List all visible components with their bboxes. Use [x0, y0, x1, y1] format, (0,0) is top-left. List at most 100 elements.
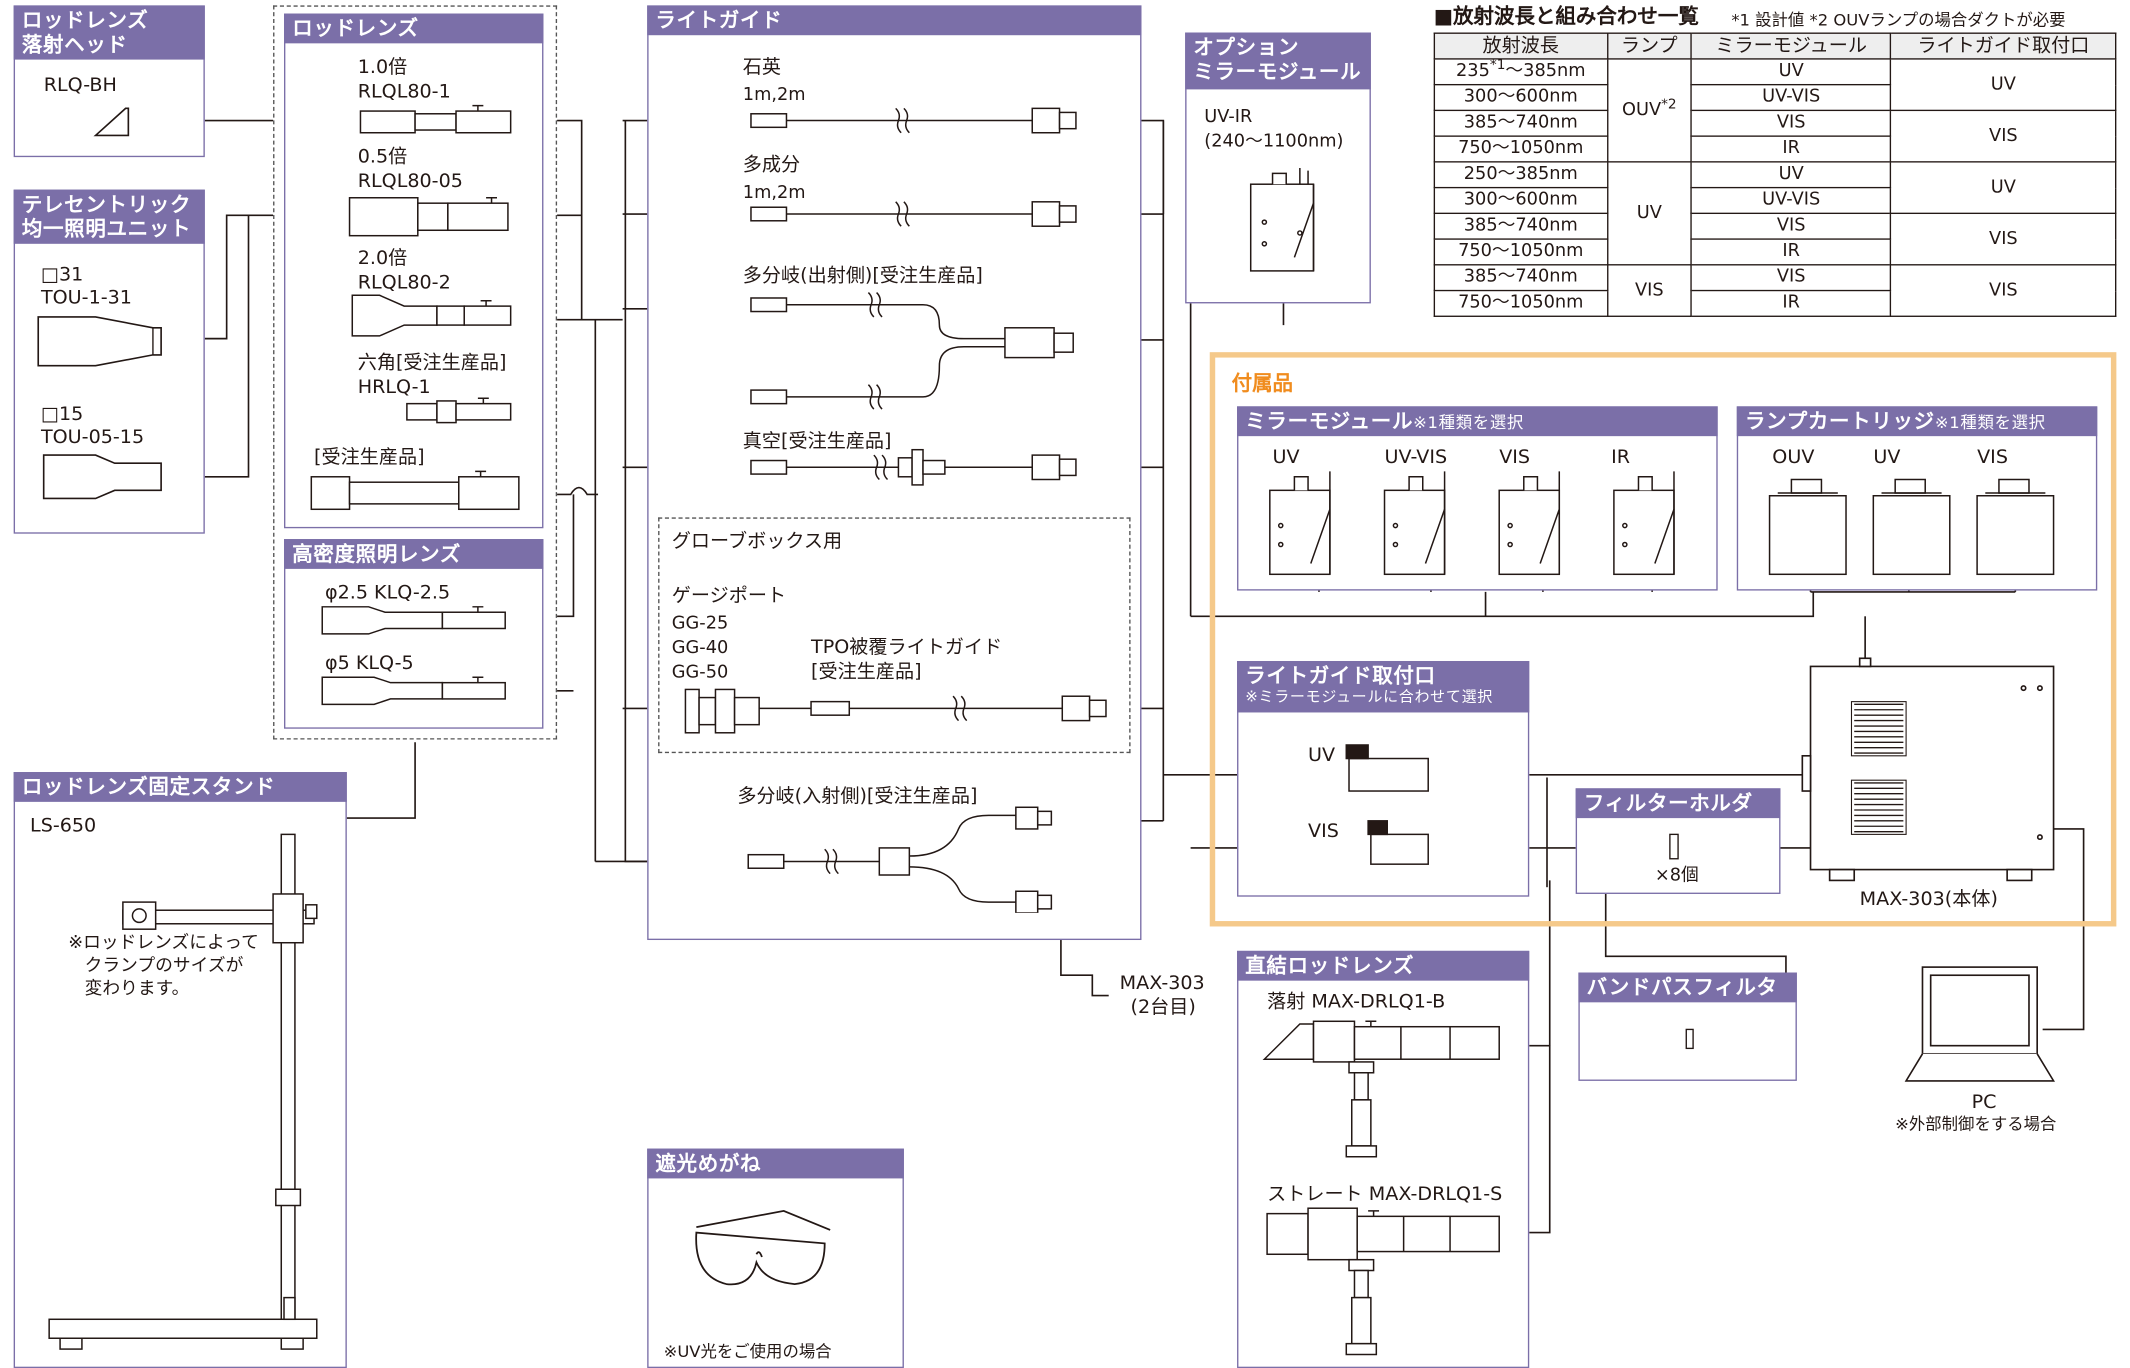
port-vis-label: VIS	[1308, 820, 1339, 843]
hd-lens-5-icon	[321, 676, 506, 706]
lamp-uv-label: UV	[1873, 446, 1901, 469]
tou-1-size: □31	[40, 264, 84, 286]
option-mirror-title: オプションミラーモジュール	[1185, 32, 1371, 90]
direct-rod-panel	[1237, 950, 1530, 1368]
multi-length: 1m,2m	[742, 182, 806, 204]
vacuum-label: 真空[受注生産品]	[742, 430, 892, 453]
mirror-ir-label: IR	[1611, 446, 1631, 469]
lamp-ouv-label: OUV	[1772, 446, 1815, 469]
rod-lens-hex-icon	[406, 397, 512, 424]
stand-note-3: 変わります。	[84, 979, 190, 1000]
col-lamp: ランプ	[1606, 32, 1693, 60]
port-uv-label: UV	[1308, 744, 1336, 767]
wave-cell: 750〜1050nm	[1433, 289, 1608, 317]
mirror-module-icon	[1249, 167, 1315, 272]
accessories-title: 付属品	[1231, 371, 1294, 396]
filter-holder-title: フィルターホルダー	[1575, 788, 1781, 840]
direct-rod-title: 直結ロッドレンズ	[1237, 950, 1530, 981]
telecentric-title: テレセントリック均一照明ユニット	[13, 189, 205, 244]
port-cell: VIS	[1890, 264, 2117, 317]
wave-cell: 750〜1050nm	[1433, 238, 1608, 266]
rod-head-model: RLQ-BH	[43, 74, 117, 97]
col-mirror: ミラーモジュール	[1690, 32, 1892, 60]
rlql-2-mag: 2.0倍	[357, 247, 408, 270]
gauge-3: GG-50	[671, 662, 729, 683]
rlql-2-model: RLQL80-2	[357, 272, 451, 294]
filter-holder-icon	[1669, 833, 1679, 860]
rod-lens-2-icon	[351, 294, 512, 337]
quartz-label: 石英	[742, 56, 782, 79]
wave-cell: 300〜600nm	[1433, 83, 1608, 112]
col-wave: 放射波長	[1433, 32, 1608, 60]
mirror-cell: UV-VIS	[1690, 83, 1892, 112]
wave-cell: 385〜740nm	[1433, 109, 1608, 137]
lamp-vis-label: VIS	[1977, 446, 2008, 469]
hd-lens-title: 高密度照明レンズ	[284, 539, 544, 569]
tou-2-size: □15	[40, 403, 84, 426]
wave-cell: 235*1〜385nm	[1433, 58, 1608, 86]
glovebox-title: グローブボックス用	[671, 530, 843, 553]
goggles-title: 遮光めがね	[647, 1148, 904, 1179]
light-guide-title: ライトガイド	[647, 5, 1142, 36]
mirror-cell: VIS	[1690, 109, 1892, 137]
lamp-cell-uv: UV	[1606, 161, 1693, 266]
telecentric-31-icon	[37, 316, 162, 367]
option-mirror-range: (240〜1100nm)	[1204, 131, 1344, 152]
col-port: ライトガイド取付口	[1890, 32, 2117, 60]
gauge-2: GG-40	[671, 637, 729, 659]
bandpass-filter-icon	[1685, 1028, 1694, 1050]
branch-in-icon	[747, 806, 1053, 913]
port-cell: VIS	[1890, 109, 2117, 163]
lamp-select-title: ランプカートリッジ※1種類を選択	[1736, 406, 2098, 437]
pc-label: PC	[1971, 1091, 1997, 1114]
lamp-cartridges-icon	[1768, 478, 2055, 576]
accessories-frame	[1209, 352, 2117, 927]
wave-cell: 385〜740nm	[1433, 212, 1608, 240]
wave-cell: 385〜740nm	[1433, 264, 1608, 292]
rod-head-title: ロッドレンズ落射ヘッド	[13, 5, 205, 60]
mirror-cell: UV-VIS	[1690, 186, 1892, 215]
goggles-note: ※UV光をご使用の場合	[663, 1342, 832, 1362]
gauge-title: ゲージポート	[671, 585, 787, 607]
pc-note: ※外部制御をする場合	[1895, 1114, 2057, 1134]
branch-out-label: 多分岐(出射側)[受注生産品]	[742, 265, 983, 288]
direct-rod-epi: 落射 MAX-DRLQ1-B	[1267, 991, 1446, 1014]
tou-2-model: TOU-05-15	[40, 426, 145, 449]
mirror-cell: UV	[1690, 58, 1892, 86]
main-unit-label: MAX-303(本体)	[1859, 888, 1998, 911]
custom-rod-label: [受注生産品]	[314, 446, 425, 469]
rod-lens-panel	[284, 13, 544, 529]
hrlq-model: HRLQ-1	[357, 376, 431, 399]
quartz-length: 1m,2m	[742, 85, 806, 106]
filter-holder-count: ×8個	[1654, 865, 1699, 886]
wave-table-footnote: *1 設計値 *2 OUVランプの場合ダクトが必要	[1731, 10, 2066, 30]
rlql-05-model: RLQL80-05	[357, 170, 463, 193]
rod-lens-05-icon	[348, 197, 509, 237]
glovebox-guide-icon	[684, 688, 1107, 734]
mirror-modules-icon	[1269, 471, 1675, 576]
port-cell: UV	[1890, 161, 2117, 215]
light-guide-cables	[750, 107, 1077, 486]
mirror-uvvis-label: UV-VIS	[1384, 446, 1448, 469]
rlql-05-mag: 0.5倍	[357, 146, 408, 168]
hrlq-mag: 六角[受注生産品]	[357, 352, 507, 374]
port-select-title: ライトガイド取付口※ミラーモジュールに合わせて選択	[1237, 660, 1530, 713]
lamp-cell-ouv: OUV*2	[1606, 58, 1693, 163]
multi-label: 多成分	[742, 154, 801, 177]
main-unit-icon	[1801, 657, 2055, 882]
stand-note-2: クランプのサイズが	[84, 956, 244, 977]
stand-title: ロッドレンズ固定スタンド	[13, 772, 347, 802]
tpo-label-1: TPO被覆ライトガイド	[811, 636, 1003, 659]
lamp-cell-vis: VIS	[1606, 264, 1693, 317]
stand-note-1: ※ロッドレンズによって	[68, 933, 259, 954]
rlql-1-mag: 1.0倍	[357, 56, 408, 79]
wave-cell: 250〜385nm	[1433, 161, 1608, 189]
mirror-select-title: ミラーモジュール※1種類を選択	[1237, 406, 1718, 437]
klq-5-label: φ5 KLQ-5	[324, 652, 414, 675]
rod-lens-custom-icon	[310, 470, 520, 511]
rlql-1-model: RLQL80-1	[357, 81, 451, 103]
mirror-cell: VIS	[1690, 212, 1892, 240]
second-unit-1: MAX-303	[1119, 972, 1205, 995]
wave-table-title: ■放射波長と組み合わせ一覧	[1433, 4, 1699, 29]
